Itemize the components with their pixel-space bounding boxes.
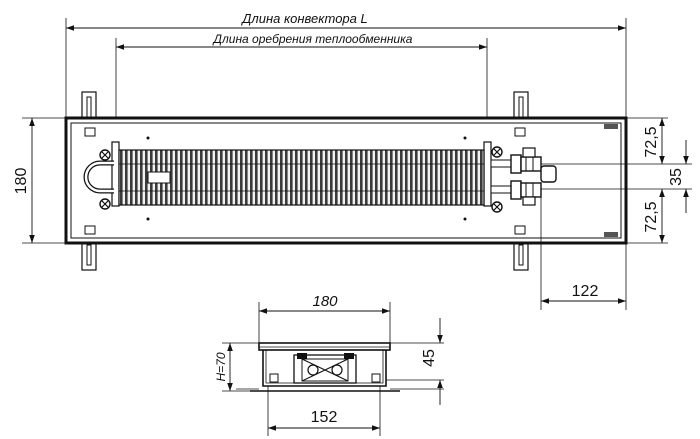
section-housing — [262, 350, 387, 387]
depth-label: H=70 — [214, 352, 228, 381]
valve-icon — [510, 180, 542, 206]
grille-frame — [258, 342, 391, 351]
housing-inner-edge — [70, 122, 622, 239]
fixing-tab — [84, 225, 96, 235]
fin-length-label: Длина оребрения теплообменника — [212, 32, 413, 46]
supply-pipe — [490, 159, 512, 168]
height-label: 180 — [13, 168, 30, 195]
inner-height-label: 45 — [421, 349, 438, 367]
valve-icon — [510, 147, 557, 183]
screw-icon — [99, 149, 111, 161]
screw-icon — [491, 146, 503, 158]
exchanger-end-plate — [111, 141, 120, 207]
tube-section — [331, 364, 343, 376]
fixing-tab — [84, 127, 96, 137]
convector-length-label: Длина конвектора L — [240, 11, 367, 26]
fin-label-plate — [147, 171, 171, 184]
return-pipe — [490, 185, 512, 194]
screw-icon — [99, 198, 111, 210]
base-width-label: 152 — [311, 409, 338, 426]
heat-exchanger-fins — [118, 149, 485, 206]
fixing-tab — [514, 225, 526, 235]
fixing-tab — [604, 232, 618, 237]
right-bottom-label: 72,5 — [643, 201, 660, 232]
fixing-tab — [604, 124, 618, 129]
screw-icon — [491, 201, 503, 213]
section-view: 180 H=70 45 152 — [214, 293, 444, 436]
section-width-label: 180 — [312, 293, 338, 310]
top-view: Длина конвектора L Длина оребрения тепло… — [13, 11, 692, 310]
offset-label: 122 — [572, 283, 599, 300]
tube-section — [307, 364, 319, 376]
right-top-label: 72,5 — [643, 126, 660, 157]
exchanger-end-plate — [483, 141, 492, 207]
mounting-bracket — [513, 239, 529, 271]
fixing-tab — [514, 127, 526, 137]
right-mid-label: 35 — [668, 168, 685, 186]
